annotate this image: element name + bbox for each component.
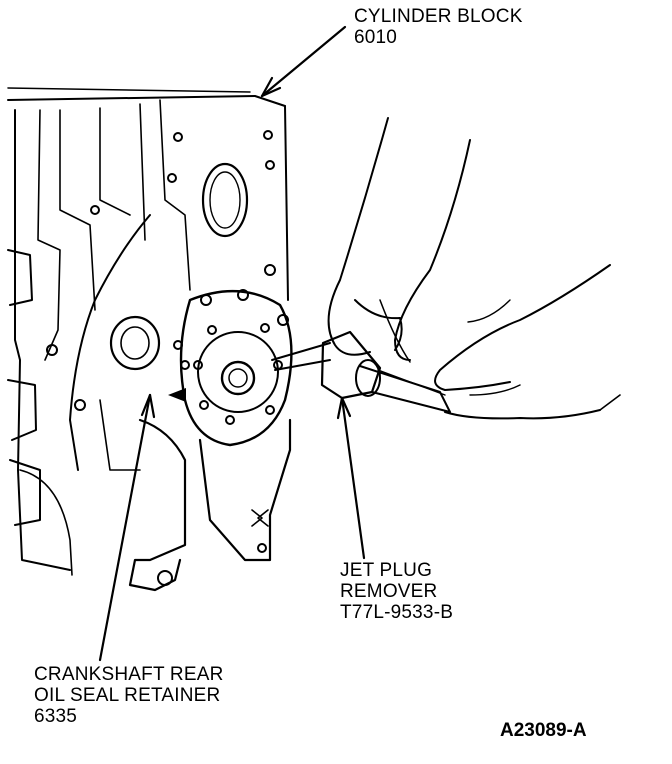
oil-seal-retainer-label-line2: OIL SEAL RETAINER — [34, 685, 221, 706]
jet-plug-remover-label-line2: REMOVER — [340, 581, 438, 602]
jet-plug-remover-drawing — [271, 330, 451, 413]
cylinder-block-drawing — [7, 87, 289, 576]
jet-plug-remover-callout: JET PLUG REMOVER T77L-9533-B — [340, 560, 453, 623]
figure-id: A23089-A — [500, 720, 587, 741]
oil-seal-retainer-callout: CRANKSHAFT REAR OIL SEAL RETAINER 6335 — [34, 664, 224, 727]
oil-seal-retainer-part-number: 6335 — [34, 706, 78, 727]
cylinder-block-callout: CYLINDER BLOCK 6010 — [354, 6, 523, 48]
oil-seal-retainer-label-line1: CRANKSHAFT REAR — [34, 664, 224, 685]
jet-plug-remover-label-line1: JET PLUG — [340, 560, 433, 581]
cylinder-block-part-number: 6010 — [354, 27, 398, 48]
jet-plug-remover-part-number: T77L-9533-B — [340, 602, 454, 623]
oil-seal-retainer-drawing — [128, 289, 293, 592]
leader-lines — [98, 25, 366, 662]
cylinder-block-label: CYLINDER BLOCK — [354, 6, 523, 27]
hands-drawing — [327, 117, 621, 420]
